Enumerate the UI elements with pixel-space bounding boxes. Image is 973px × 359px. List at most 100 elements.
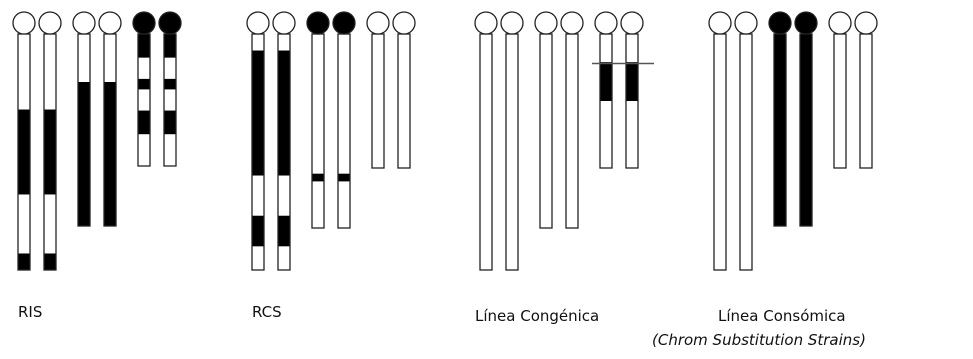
chromosome-band-dark: [164, 111, 176, 135]
chromosome-band-light: [566, 34, 578, 228]
chromosome-band-dark: [164, 34, 176, 58]
chromosome: [273, 12, 295, 270]
chromosome-band-light: [600, 34, 612, 62]
label-congenic: Línea Congénica: [475, 307, 599, 325]
chromosome-band-light: [44, 194, 56, 253]
centromere-light: [855, 12, 877, 34]
chromosome-band-light: [312, 181, 324, 228]
chromosome-band-dark: [252, 216, 264, 247]
chromosome: [393, 12, 415, 168]
chromosome: [561, 12, 583, 228]
chromosome-band-light: [138, 134, 150, 166]
chromosome-band-dark: [138, 111, 150, 135]
centromere-light: [709, 12, 731, 34]
chromosome: [795, 12, 817, 226]
chromosome-band-light: [540, 34, 552, 228]
chromosome: [621, 12, 643, 168]
centromere-dark: [795, 12, 817, 34]
centromere-light: [13, 12, 35, 34]
centromere-light: [561, 12, 583, 34]
centromere-light: [535, 12, 557, 34]
chromosome-band-light: [18, 194, 30, 253]
chromosome-band-light: [252, 246, 264, 270]
centromere-light: [39, 12, 61, 34]
label-rcs: RCS: [252, 303, 282, 321]
chromosome-band-dark: [78, 82, 90, 226]
chromosome-band-dark: [626, 62, 638, 101]
chromosome-band-light: [44, 34, 56, 110]
chromosome: [709, 12, 731, 270]
chromosome-band-light: [278, 176, 290, 216]
label-consomic: Línea Consómica: [718, 307, 846, 325]
chromosome: [13, 12, 35, 270]
centromere-light: [73, 12, 95, 34]
centromere-light: [99, 12, 121, 34]
chromosome-band-dark: [338, 174, 350, 182]
chromosome: [501, 12, 523, 270]
chromosome: [247, 12, 269, 270]
chromosome: [333, 12, 355, 228]
chromosome-band-dark: [138, 79, 150, 90]
chromosome: [769, 12, 791, 226]
label-consomic-sub: (Chrom Substitution Strains): [652, 331, 866, 349]
chromosome-band-light: [18, 34, 30, 110]
chromosome-band-light: [164, 89, 176, 110]
chromosome-band-light: [740, 34, 752, 270]
centromere-light: [735, 12, 757, 34]
centromere-dark: [133, 12, 155, 34]
chromosome-band-light: [600, 101, 612, 168]
chromosome: [595, 12, 617, 168]
chromosome-band-dark: [18, 253, 30, 270]
chromosome-band-light: [164, 134, 176, 166]
chromosome-band-light: [278, 34, 290, 51]
chromosome-band-light: [506, 34, 518, 270]
chromosome: [855, 12, 877, 168]
chromosome-band-light: [714, 34, 726, 270]
centromere-light: [393, 12, 415, 34]
chromosome-band-light: [338, 34, 350, 174]
centromere-light: [621, 12, 643, 34]
chromosome: [159, 12, 181, 166]
centromere-light: [595, 12, 617, 34]
centromere-dark: [307, 12, 329, 34]
chromosome-band-light: [372, 34, 384, 168]
label-ris: RIS: [18, 303, 42, 321]
chromosome-band-light: [252, 176, 264, 216]
chromosome: [475, 12, 497, 270]
chromosome: [73, 12, 95, 226]
chromosome-band-dark: [44, 253, 56, 270]
chromosome-band-light: [626, 101, 638, 168]
chromosome: [99, 12, 121, 226]
centromere-light: [273, 12, 295, 34]
chromosome-band-light: [78, 34, 90, 82]
chromosome-band-dark: [138, 34, 150, 58]
chromosome-band-dark: [104, 82, 116, 226]
chromosome-band-light: [138, 89, 150, 110]
chromosome: [307, 12, 329, 228]
centromere-light: [247, 12, 269, 34]
chromosome-band-dark: [800, 34, 812, 226]
chromosome: [829, 12, 851, 168]
chromosome-band-light: [338, 181, 350, 228]
centromere-light: [501, 12, 523, 34]
chromosome: [39, 12, 61, 270]
chromosome-band-dark: [774, 34, 786, 226]
chromosome-band-light: [398, 34, 410, 168]
chromosome-band-light: [312, 34, 324, 174]
chromosome-band-light: [278, 246, 290, 270]
chromosome-band-light: [626, 34, 638, 62]
chromosome: [133, 12, 155, 166]
chromosome-band-dark: [18, 110, 30, 195]
chromosome-band-light: [480, 34, 492, 270]
chromosome-band-light: [860, 34, 872, 168]
chromosome: [735, 12, 757, 270]
chromosome-band-light: [252, 34, 264, 51]
chromosome-band-dark: [252, 51, 264, 176]
centromere-light: [475, 12, 497, 34]
chromosome-band-dark: [312, 174, 324, 182]
chromosome-band-dark: [164, 79, 176, 90]
chromosome-band-dark: [600, 62, 612, 101]
chromosome-band-dark: [44, 110, 56, 195]
chromosome-band-light: [164, 58, 176, 79]
